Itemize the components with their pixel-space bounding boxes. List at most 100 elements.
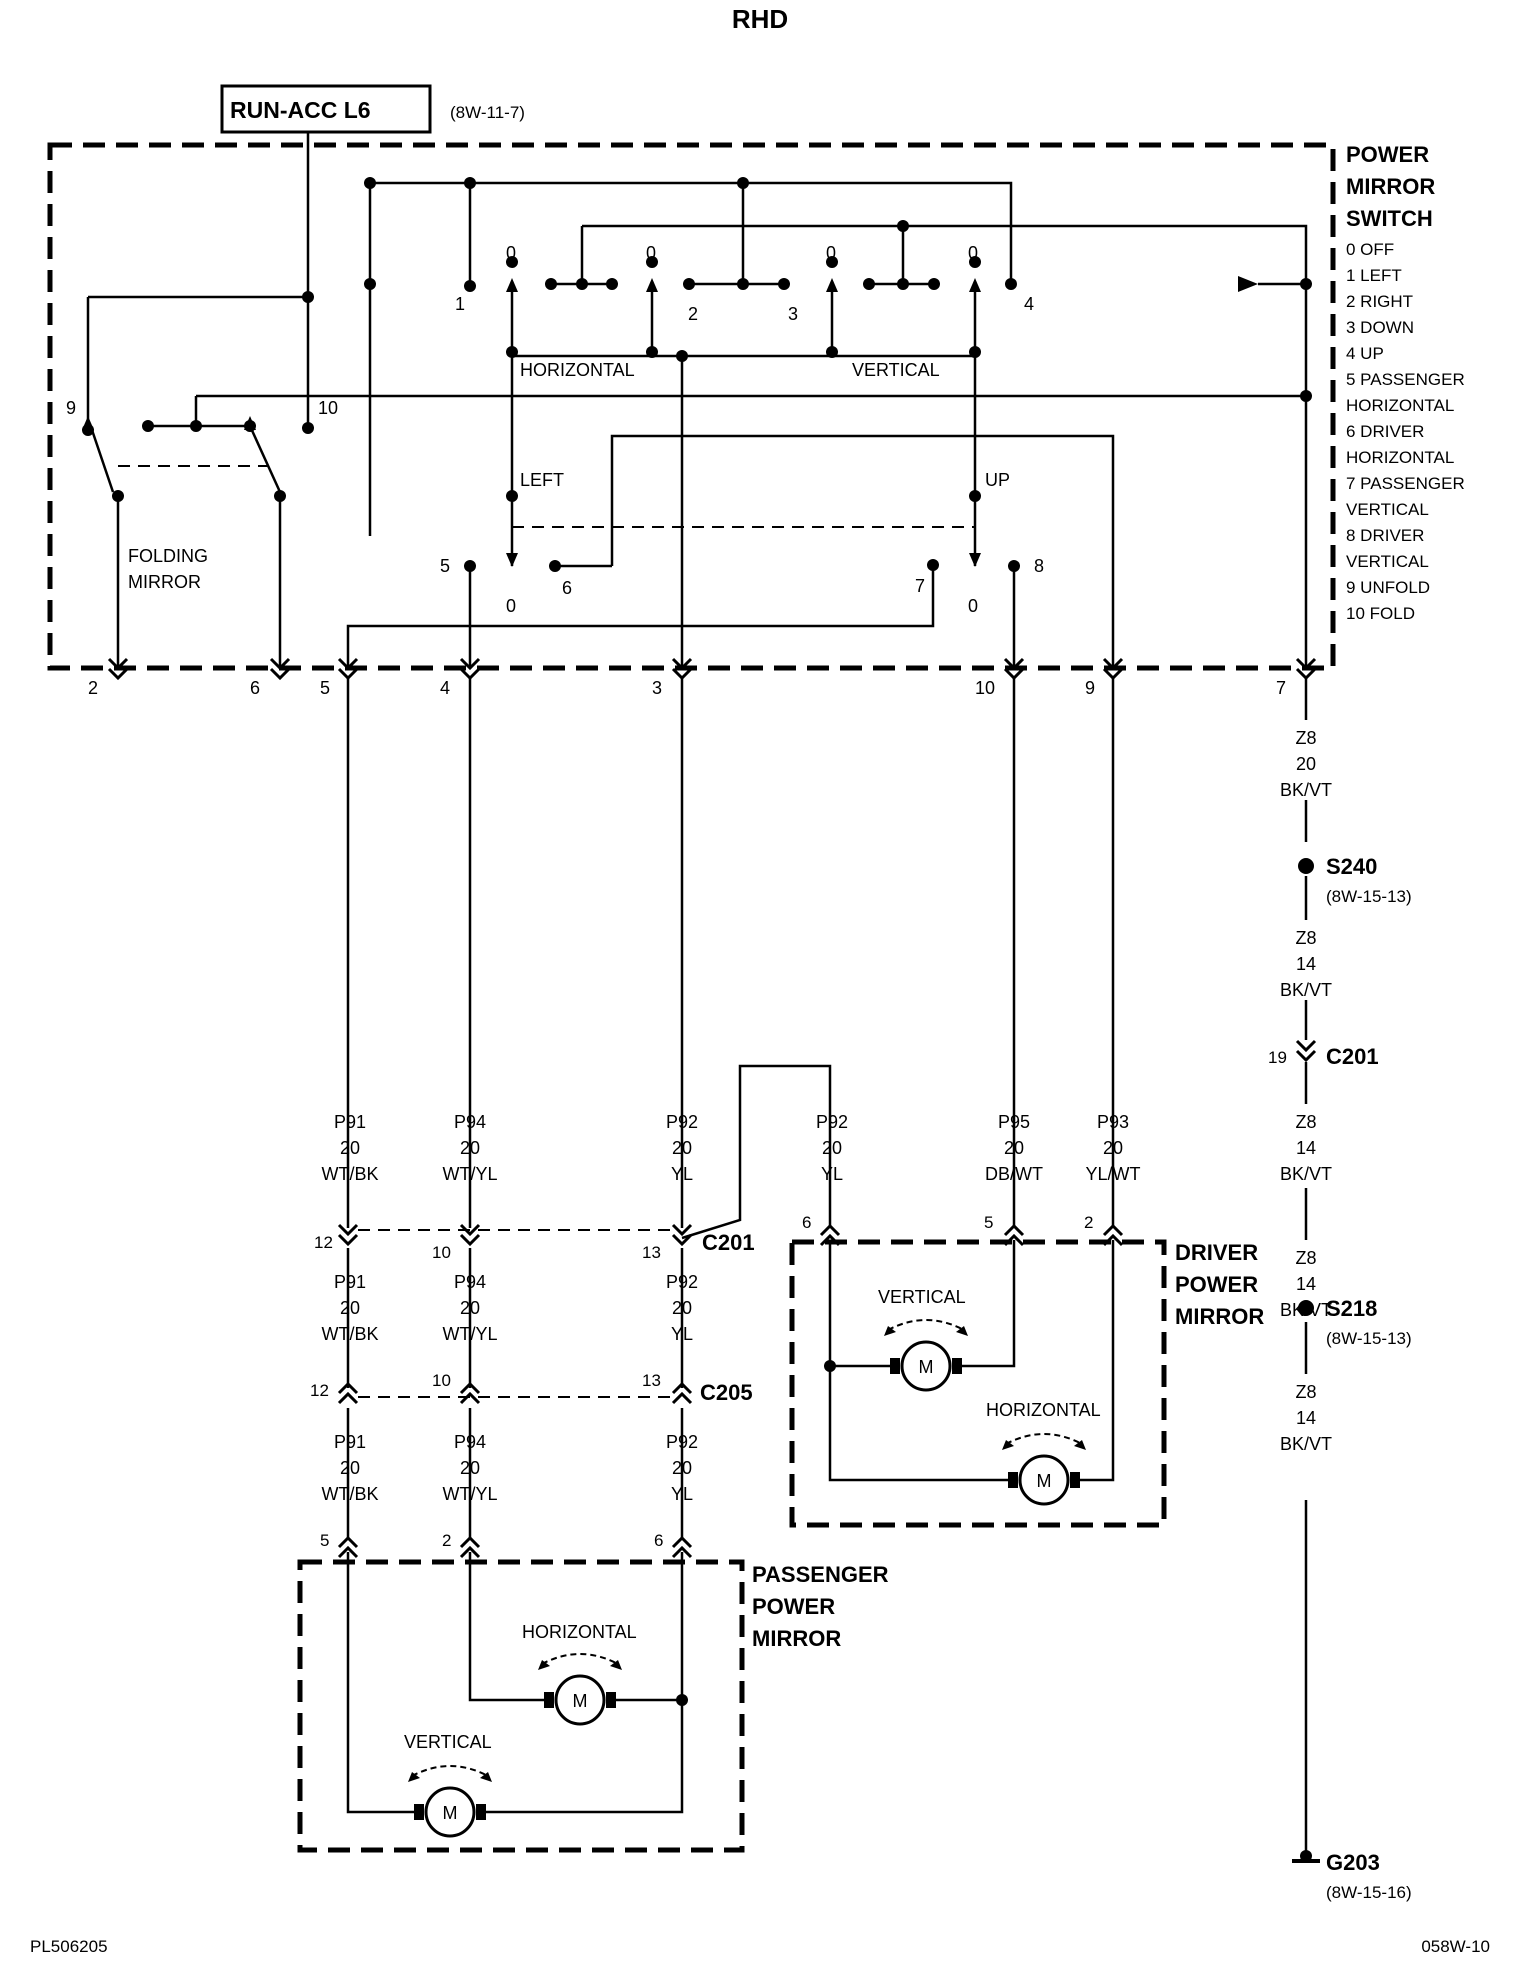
svg-text:20: 20 [672,1138,692,1158]
svg-text:20: 20 [460,1458,480,1478]
svg-text:UP: UP [985,470,1010,490]
svg-text:VERTICAL: VERTICAL [1346,552,1429,571]
svg-text:WT/BK: WT/BK [322,1164,379,1184]
svg-text:6 DRIVER: 6 DRIVER [1346,422,1424,441]
svg-text:20: 20 [672,1458,692,1478]
svg-text:LEFT: LEFT [520,470,564,490]
svg-text:BK/VT: BK/VT [1280,780,1332,800]
svg-text:9 UNFOLD: 9 UNFOLD [1346,578,1430,597]
driver-mirror-wiring [824,1240,1115,1482]
svg-text:20: 20 [1004,1138,1024,1158]
driver-vertical-motor-icon: M [884,1319,968,1392]
svg-text:SWITCH: SWITCH [1346,206,1433,231]
svg-text:M: M [443,1803,458,1823]
svg-text:0: 0 [968,243,978,263]
svg-text:P92: P92 [666,1432,698,1452]
ground-labels: Z8 20 BK/VT Z8 14 BK/VT Z8 14 BK/VT Z8 1… [1268,728,1412,1902]
svg-text:3: 3 [652,678,662,698]
svg-text:20: 20 [340,1138,360,1158]
svg-text:10: 10 [432,1371,451,1390]
svg-text:2: 2 [88,678,98,698]
svg-text:PASSENGER: PASSENGER [752,1562,889,1587]
svg-text:HORIZONTAL: HORIZONTAL [520,360,635,380]
svg-text:WT/BK: WT/BK [322,1324,379,1344]
svg-text:1: 1 [455,294,465,314]
svg-text:10: 10 [975,678,995,698]
svg-text:0: 0 [506,243,516,263]
passenger-horizontal-motor-icon: M [538,1653,622,1726]
svg-text:2 RIGHT: 2 RIGHT [1346,292,1413,311]
svg-text:BK/VT: BK/VT [1280,1300,1332,1320]
svg-text:12: 12 [310,1381,329,1400]
svg-text:10 FOLD: 10 FOLD [1346,604,1415,623]
passenger-vertical-motor-icon: M [408,1765,492,1838]
driver-mirror-title: DRIVER POWER MIRROR [1175,1240,1264,1329]
svg-text:P93: P93 [1097,1112,1129,1132]
svg-text:HORIZONTAL: HORIZONTAL [1346,448,1454,467]
run-acc-box [220,84,432,134]
svg-text:P94: P94 [454,1272,486,1292]
svg-text:WT/YL: WT/YL [442,1484,497,1504]
svg-text:14: 14 [1296,1274,1316,1294]
svg-text:2: 2 [1084,1213,1093,1232]
svg-text:YL: YL [671,1164,693,1184]
svg-text:13: 13 [642,1243,661,1262]
svg-text:POWER: POWER [1346,142,1429,167]
svg-text:WT/YL: WT/YL [442,1164,497,1184]
switch-title: POWER MIRROR SWITCH [1346,142,1435,231]
splice-s218 [1298,1300,1314,1316]
switch-junction-dots [82,177,1312,572]
svg-text:20: 20 [340,1298,360,1318]
svg-text:P95: P95 [998,1112,1030,1132]
svg-text:C201: C201 [702,1230,755,1255]
svg-text:M: M [573,1691,588,1711]
driver-horizontal-motor-icon: M [1002,1433,1086,1506]
svg-text:0: 0 [826,243,836,263]
svg-text:(8W-15-16): (8W-15-16) [1326,1883,1412,1902]
svg-text:9: 9 [66,398,76,418]
driver-mirror-box [789,1239,1167,1528]
svg-text:MIRROR: MIRROR [128,572,201,592]
svg-text:14: 14 [1296,1138,1316,1158]
run-acc-label: RUN-ACC L6 [230,97,371,123]
svg-text:(8W-15-13): (8W-15-13) [1326,1329,1412,1348]
svg-text:0: 0 [968,596,978,616]
splice-s240 [1298,858,1314,874]
driver-horizontal-label: HORIZONTAL [986,1400,1101,1420]
passenger-mirror-title: PASSENGER POWER MIRROR [752,1562,889,1651]
svg-text:HORIZONTAL: HORIZONTAL [1346,396,1454,415]
svg-text:6: 6 [802,1213,811,1232]
connector-c205: 12 10 13 C205 [310,1371,753,1405]
switch-wiring [86,132,1308,668]
svg-text:P94: P94 [454,1432,486,1452]
passenger-horizontal-label: HORIZONTAL [522,1622,637,1642]
svg-text:12: 12 [314,1233,333,1252]
svg-text:C205: C205 [700,1380,753,1405]
svg-text:MIRROR: MIRROR [1175,1304,1264,1329]
svg-text:4: 4 [1024,294,1034,314]
svg-text:P91: P91 [334,1272,366,1292]
svg-text:7 PASSENGER: 7 PASSENGER [1346,474,1465,493]
svg-text:M: M [1037,1471,1052,1491]
svg-text:BK/VT: BK/VT [1280,1164,1332,1184]
passenger-vertical-label: VERTICAL [404,1732,492,1752]
svg-text:WT/YL: WT/YL [442,1324,497,1344]
svg-text:VERTICAL: VERTICAL [852,360,940,380]
svg-text:1 LEFT: 1 LEFT [1346,266,1402,285]
footer-right-code: 058W-10 [1421,1937,1490,1956]
svg-text:0: 0 [646,243,656,263]
svg-text:YL: YL [671,1484,693,1504]
passenger-mirror-box [297,1559,745,1853]
svg-text:Z8: Z8 [1295,1112,1316,1132]
wire-labels-middle: P91 20 WT/BK P94 20 WT/YL P92 20 YL [322,1272,699,1344]
svg-text:VERTICAL: VERTICAL [1346,500,1429,519]
svg-text:4: 4 [440,678,450,698]
svg-text:4 UP: 4 UP [1346,344,1384,363]
svg-text:BK/VT: BK/VT [1280,1434,1332,1454]
svg-text:S218: S218 [1326,1296,1377,1321]
svg-text:5: 5 [440,556,450,576]
svg-text:3: 3 [788,304,798,324]
svg-text:P92: P92 [666,1272,698,1292]
svg-text:YL: YL [821,1164,843,1184]
